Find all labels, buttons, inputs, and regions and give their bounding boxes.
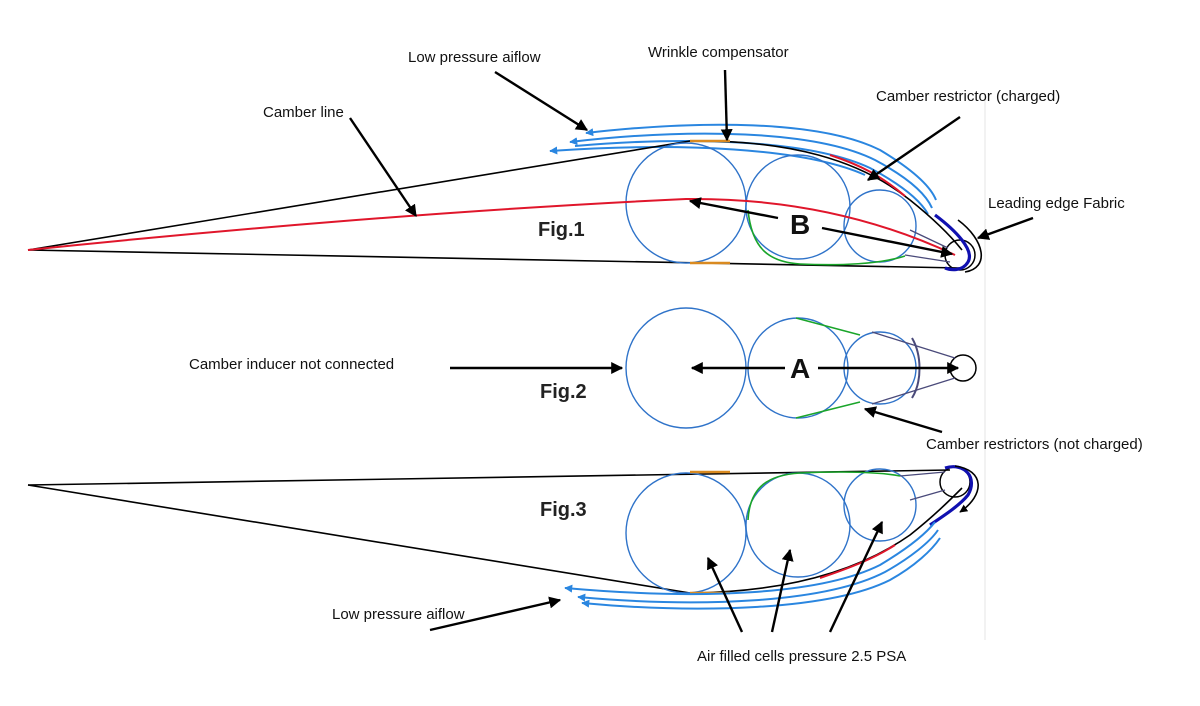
label-camber-restrictors-not-charged: Camber restrictors (not charged) [926, 436, 1143, 453]
tie-line [899, 471, 946, 501]
annotation-arrow [976, 216, 1034, 240]
leading-edge-wrap [957, 219, 982, 273]
airflow-line [564, 521, 936, 596]
label-camber-line: Camber line [263, 104, 344, 121]
air-cell [625, 142, 747, 264]
airflow-line [574, 140, 929, 215]
tie-line [904, 229, 951, 263]
camber-line [27, 197, 956, 256]
label-camber-inducer: Camber inducer not connected [189, 356, 394, 373]
figure-3: Fig.3 [27, 465, 979, 610]
dimension-arrow [821, 226, 954, 258]
tie-line [871, 331, 956, 405]
annotation-arrow [494, 70, 589, 132]
annotations: Low pressure aiflow Wrinkle compensator … [189, 44, 1143, 665]
label-low-pressure-bottom: Low pressure aiflow [332, 606, 465, 623]
camber-restrictor [747, 471, 901, 521]
annotation-arrow [867, 116, 961, 181]
camber-restrictor [795, 401, 861, 419]
leading-edge-wrap [954, 465, 979, 513]
airflow-line [549, 146, 866, 176]
annotation-arrow [828, 520, 884, 633]
camber-restrictor-charged [819, 544, 896, 579]
label-wrinkle-compensator: Wrinkle compensator [648, 44, 789, 61]
figure-label-3: Fig.3 [540, 499, 587, 521]
upper-surface [27, 140, 963, 251]
leading-edge-fabric [934, 213, 971, 272]
label-camber-restrictor-charged: Camber restrictor (charged) [876, 88, 1060, 105]
air-cell [745, 472, 851, 578]
leading-edge-fabric [929, 465, 974, 527]
figure-1: B Fig.1 [27, 123, 982, 273]
figure-2: A Fig.2 [540, 307, 977, 429]
dimension-label-a: A [790, 353, 810, 384]
annotation-arrow [720, 69, 733, 142]
annotation-arrow [349, 117, 417, 217]
airflow-line [581, 537, 941, 610]
camber-restrictor [795, 317, 861, 336]
airflow-line [577, 529, 939, 604]
camber-restrictor [747, 209, 906, 266]
figure-label-2: Fig.2 [540, 381, 587, 403]
label-air-filled-cells: Air filled cells pressure 2.5 PSA [697, 648, 906, 665]
annotation-arrow [863, 406, 943, 434]
dimension-label-b: B [790, 209, 810, 240]
annotation-arrow [770, 548, 794, 633]
dimension-arrow [688, 197, 779, 220]
airflow-line [569, 132, 933, 209]
annotation-arrow [706, 556, 744, 633]
annotation-arrow [429, 596, 562, 632]
figure-label-1: Fig.1 [538, 219, 585, 241]
label-low-pressure-top: Low pressure aiflow [408, 49, 541, 66]
air-cell [843, 468, 917, 542]
label-leading-edge-fabric: Leading edge Fabric [988, 195, 1125, 212]
air-cell [625, 472, 747, 594]
airflow-line [585, 123, 937, 201]
